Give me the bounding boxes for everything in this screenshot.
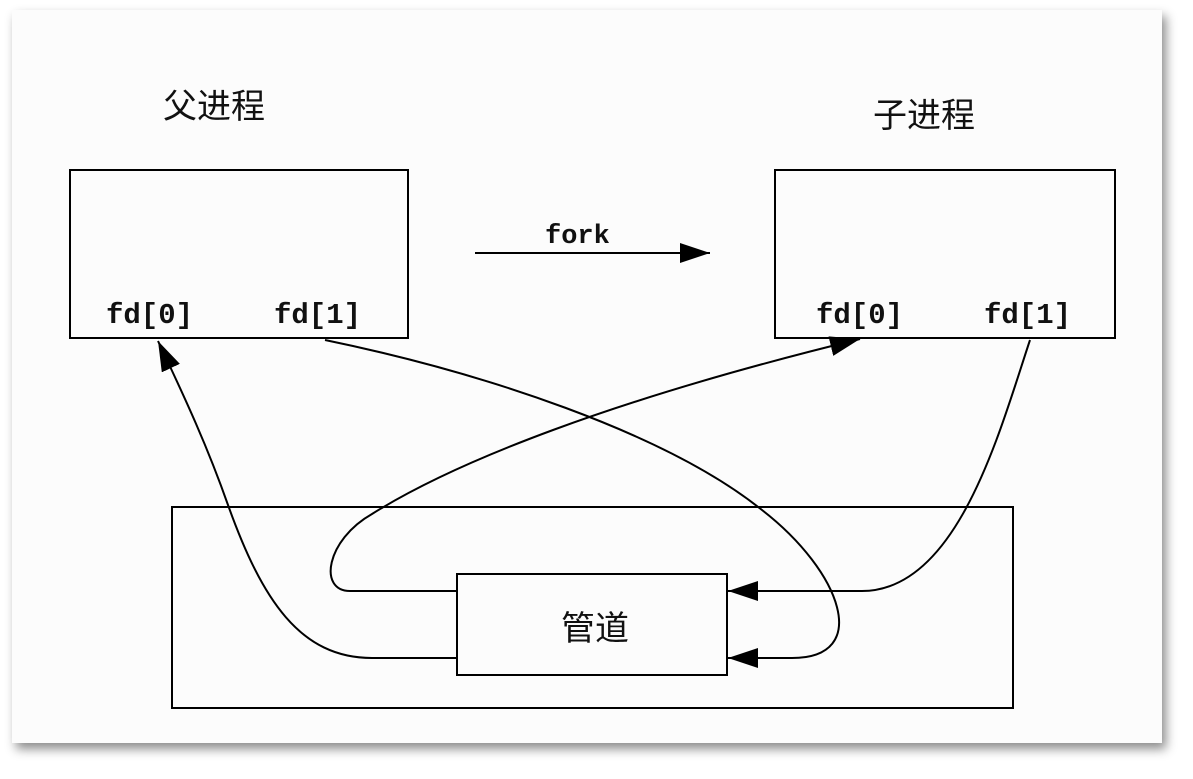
pipe-label: 管道 <box>561 609 629 649</box>
parent-fd-write-label: fd[1] <box>274 299 361 332</box>
pipe-box <box>456 573 728 676</box>
kernel-region-box <box>171 506 1014 709</box>
parent-fd-read-label: fd[0] <box>106 299 193 332</box>
parent-process-title: 父进程 <box>163 87 265 127</box>
child-fd-read-label: fd[0] <box>816 299 903 332</box>
pipe-to-parent-fd0-arrow <box>157 340 457 659</box>
parent-process-box <box>69 169 409 339</box>
child-process-title: 子进程 <box>873 96 975 136</box>
pipe-to-child-fd0-arrow <box>329 336 861 592</box>
diagram-card <box>12 10 1162 743</box>
child-fd-write-label: fd[1] <box>984 299 1071 332</box>
child-process-box <box>774 169 1116 339</box>
parent-fd1-to-pipe-arrow <box>324 339 841 668</box>
fork-label: fork <box>545 222 610 252</box>
child-fd1-to-pipe-arrow <box>728 339 1031 601</box>
